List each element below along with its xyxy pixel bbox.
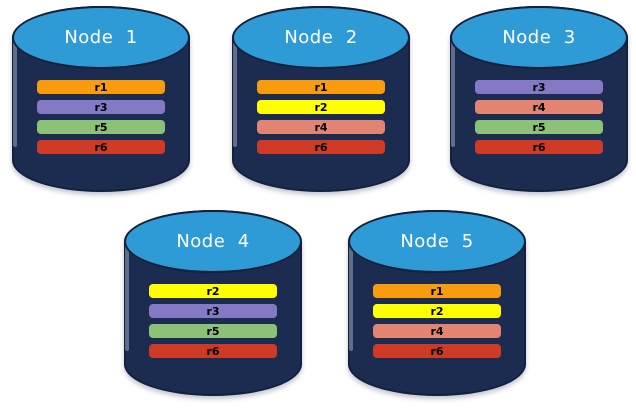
cylinder-edge-highlight	[233, 32, 237, 148]
replica-stack: r1 r3 r5 r6	[37, 80, 165, 155]
replica-bar[interactable]: r1	[373, 284, 501, 299]
cylinder-edge-highlight	[349, 236, 353, 352]
replica-stack: r2 r3 r5 r6	[149, 284, 277, 359]
replica-bar[interactable]: r5	[149, 324, 277, 339]
replica-bar[interactable]: r3	[149, 304, 277, 319]
replica-bar[interactable]: r6	[37, 140, 165, 155]
cylinder-edge-highlight	[125, 236, 129, 352]
replica-bar[interactable]: r1	[37, 80, 165, 95]
replica-bar[interactable]: r5	[37, 120, 165, 135]
replica-bar[interactable]: r4	[373, 324, 501, 339]
replica-bar[interactable]: r3	[475, 80, 603, 95]
replica-bar[interactable]: r2	[373, 304, 501, 319]
replica-bar[interactable]: r6	[257, 140, 385, 155]
replica-bar[interactable]: r6	[475, 140, 603, 155]
replica-stack: r1 r2 r4 r6	[373, 284, 501, 359]
cylinder-top-ellipse	[232, 6, 410, 70]
cylinder-edge-highlight	[13, 32, 17, 148]
replica-bar[interactable]: r2	[257, 100, 385, 115]
cylinder-top-ellipse	[348, 210, 526, 274]
replica-bar[interactable]: r2	[149, 284, 277, 299]
replica-bar[interactable]: r4	[257, 120, 385, 135]
replica-bar[interactable]: r3	[37, 100, 165, 115]
replica-bar[interactable]: r5	[475, 120, 603, 135]
cylinder-top-ellipse	[12, 6, 190, 70]
replica-bar[interactable]: r1	[257, 80, 385, 95]
replica-stack: r1 r2 r4 r6	[257, 80, 385, 155]
cylinder-top-ellipse	[450, 6, 628, 70]
replica-bar[interactable]: r6	[149, 344, 277, 359]
replica-bar[interactable]: r4	[475, 100, 603, 115]
replica-bar[interactable]: r6	[373, 344, 501, 359]
replica-stack: r3 r4 r5 r6	[475, 80, 603, 155]
cylinder-edge-highlight	[451, 32, 455, 148]
cylinder-top-ellipse	[124, 210, 302, 274]
